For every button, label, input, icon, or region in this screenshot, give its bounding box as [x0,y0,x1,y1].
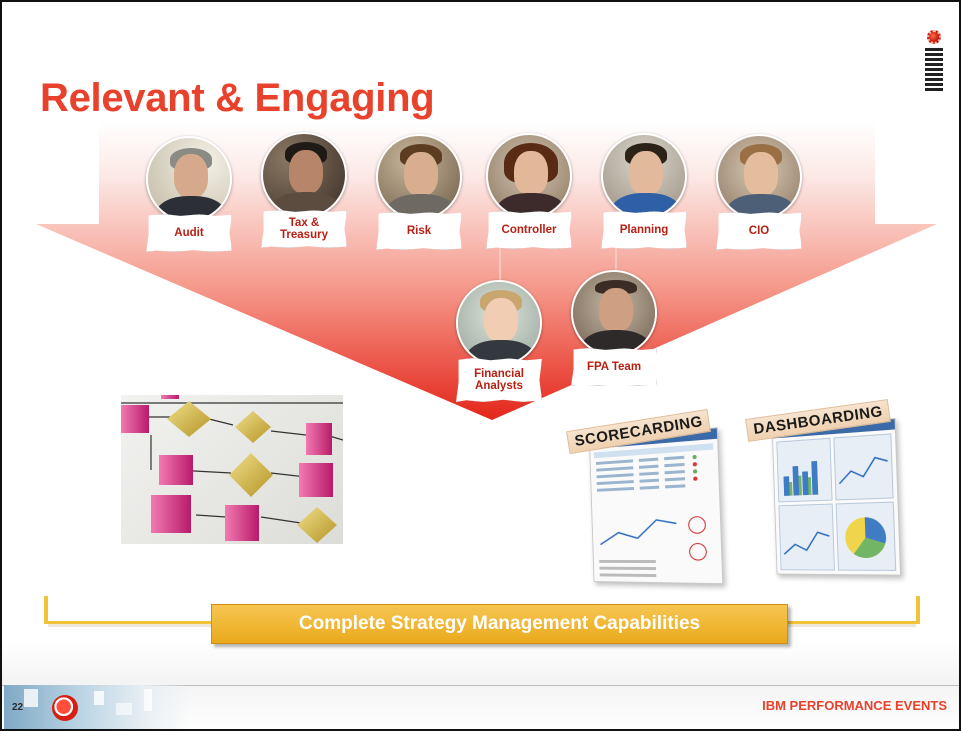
footer-brand: IBM PERFORMANCE EVENTS [762,698,947,713]
role-tag: Controller [486,211,572,249]
person-photo [486,133,572,219]
role-tag: Audit [146,214,232,252]
role-tag: Financial Analysts [456,358,542,402]
ibm-logo-icon [923,30,945,100]
role-planning: Planning [599,133,689,249]
connector-line [615,242,617,272]
flowchart-image [121,395,343,544]
role-fpa-team: FPA Team [569,270,659,386]
dashboard-screenshot [771,418,902,576]
capabilities-banner: Complete Strategy Management Capabilitie… [211,604,788,644]
footer-divider [2,685,959,686]
person-photo [456,280,542,366]
footer-decoration [4,685,189,729]
role-audit: Audit [144,136,234,252]
role-financial-analysts: Financial Analysts [454,280,544,402]
person-photo [571,270,657,356]
role-tag: CIO [716,212,802,250]
role-tag: Tax & Treasury [261,210,347,248]
role-tag: FPA Team [571,348,657,386]
person-photo [601,133,687,219]
role-controller: Controller [484,133,574,249]
scorecard-screenshot [588,427,724,585]
person-photo [376,134,462,220]
role-risk: Risk [374,134,464,250]
role-cio: CIO [714,134,804,250]
person-photo [261,132,347,218]
role-tag: Planning [601,211,687,249]
page-number: 22 [12,702,24,713]
person-photo [146,136,232,222]
role-tag: Risk [376,212,462,250]
slide-title: Relevant & Engaging [40,76,435,120]
ibm-event-icon [52,695,78,721]
person-photo [716,134,802,220]
role-tax-treasury: Tax & Treasury [259,132,349,248]
connector-line [499,242,501,284]
